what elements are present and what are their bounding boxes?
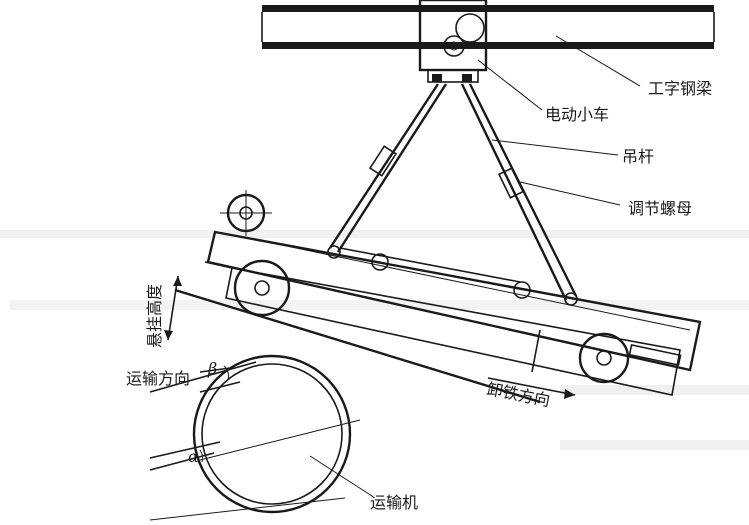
- label-electric-trolley: 电动小车: [545, 105, 609, 124]
- label-i-beam: 工字钢梁: [648, 79, 712, 98]
- label-adjusting-nut: 调节螺母: [628, 199, 692, 218]
- electric-trolley: [418, 0, 488, 83]
- labels: 工字钢梁 电动小车 吊杆 调节螺母 悬挂高度 运输方向 β α 卸铁方向 运输机: [126, 79, 712, 512]
- label-conveying-direction: 运输方向: [126, 369, 190, 388]
- i-beam: [261, 5, 715, 49]
- label-beta: β: [207, 359, 217, 378]
- conveyor: [149, 275, 541, 521]
- leader-lines: [309, 35, 641, 497]
- unloading-direction-arrow: [487, 377, 576, 399]
- label-hanger-rod: 吊杆: [622, 147, 654, 166]
- label-conveyor: 运输机: [370, 493, 418, 512]
- label-alpha: α: [188, 447, 199, 466]
- background-bleed: [0, 230, 749, 450]
- label-suspension-height: 悬挂高度: [145, 284, 164, 348]
- separator-frame: [204, 190, 702, 396]
- hanger-rods: [327, 83, 578, 306]
